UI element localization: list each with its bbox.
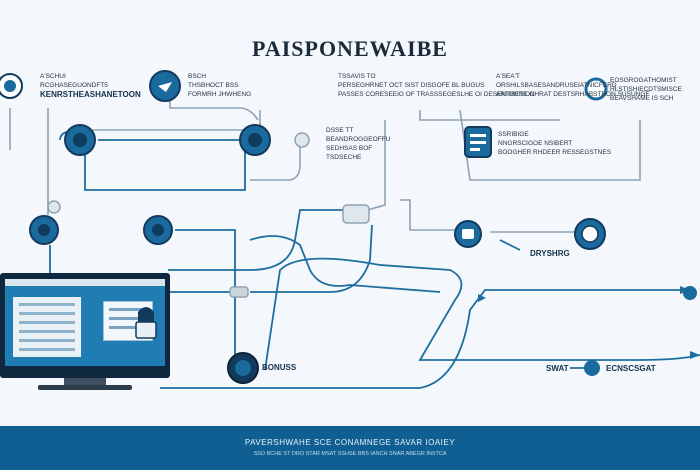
label-top-far-right: EOSGROGATHOMIST HLSTISHIECDTSMISCE BEAVS… bbox=[610, 77, 682, 102]
label-top-left: A'SCHUI RCGHASEGUONDFT5 KENRSTHEASHANETO… bbox=[40, 73, 141, 99]
label-mid-center: DSSE TT BEANDROGGEOFFU SEDHSAS BOF TSDSE… bbox=[326, 127, 391, 161]
label-ecngcsat: ECNSCSGAT bbox=[606, 364, 656, 373]
label-top-mid-left: BSCH THSBHOCT BSS FORMRH JHWHENG bbox=[188, 73, 252, 98]
label-bonus: BONUSS bbox=[262, 363, 297, 372]
document-person-icon bbox=[135, 307, 157, 339]
footer-title: PAVERSHWAHE SCE CONAMNEGE SAVAR IOAIEY bbox=[244, 438, 456, 447]
node-top-mid-left bbox=[149, 70, 181, 102]
node-bottom-center bbox=[227, 352, 259, 384]
node-swat bbox=[584, 360, 600, 376]
monitor-title-bar bbox=[5, 279, 165, 286]
node-mid-right-small bbox=[454, 220, 482, 248]
node-top-left bbox=[0, 73, 23, 99]
document-box-icon bbox=[464, 126, 492, 158]
footer-subtitle: SSO BCHE ST DRO STAR MSAT SSHSE BBS IANC… bbox=[253, 451, 447, 457]
label-top-center: TSSAVIS TO PERSEGHRNET OCT SIST DISGOFE … bbox=[338, 73, 535, 98]
node-left-b bbox=[239, 124, 271, 156]
label-mid-right: SSRIBIGE NNGRSCIGOE NSIBERT BOOGHER RHDE… bbox=[498, 131, 612, 156]
node-top-right bbox=[584, 77, 608, 101]
node-left-a bbox=[64, 124, 96, 156]
label-dryshing: DRYSHRG bbox=[530, 249, 570, 258]
node-left-c bbox=[29, 215, 59, 245]
label-swat: SWAT bbox=[546, 364, 569, 373]
footer-band: PAVERSHWAHE SCE CONAMNEGE SAVAR IOAIEY S… bbox=[0, 426, 700, 470]
node-left-d bbox=[143, 215, 173, 245]
gray-knobs bbox=[47, 132, 370, 298]
label-top-right-mid: A'SEA'T ORSHILSBASESANDRUSEIATNICFERD AR… bbox=[496, 73, 650, 98]
monitor-text-panel bbox=[13, 297, 81, 357]
gray-connectors bbox=[9, 92, 641, 233]
node-mid-right bbox=[574, 218, 606, 250]
node-right-edge bbox=[683, 286, 697, 300]
monitor-stand-neck bbox=[64, 378, 106, 386]
monitor-stand-base bbox=[38, 385, 132, 390]
page-title: PAISPONEWAIBE bbox=[252, 36, 448, 61]
